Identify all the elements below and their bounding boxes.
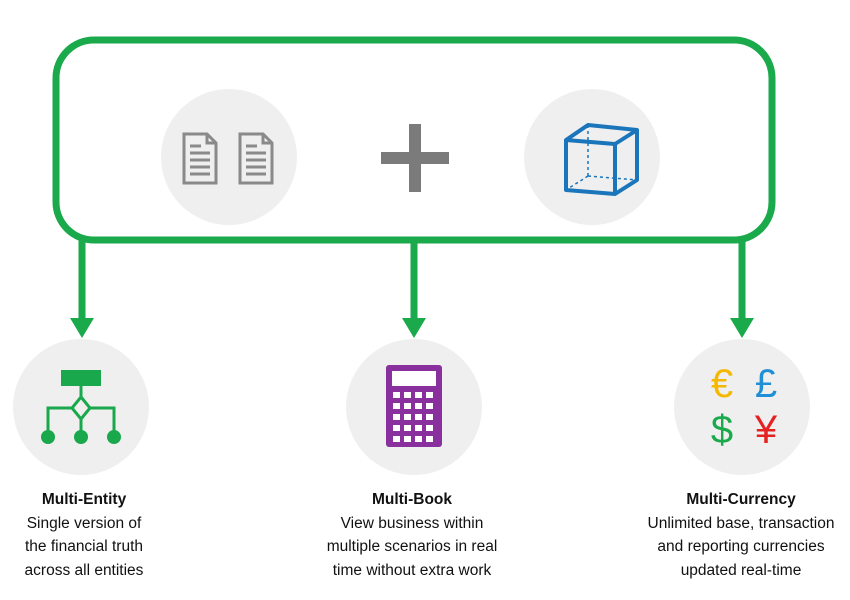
euro-symbol: € [711,362,733,406]
currency-symbols-icon: € £ $ ¥ [711,362,778,452]
feature-description-line: across all entities [24,561,144,579]
plus-icon [381,124,449,192]
feature-title: Multi-Book [371,491,453,508]
dollar-symbol: $ [711,408,733,452]
feature-description-line: time without extra work [332,561,492,579]
org-chart-icon [41,370,121,444]
yen-symbol: ¥ [754,408,778,452]
feature-title: Multi-Entity [41,491,127,508]
feature-description-line: Unlimited base, transaction [647,514,835,532]
arrow-to-multi-entity [70,240,94,338]
entity-circle [13,339,149,475]
feature-multi-currency: Multi-Currency Unlimited base, transacti… [626,488,850,582]
feature-multi-book: Multi-Book View business within multiple… [297,488,527,582]
feature-description-line: and reporting currencies [657,538,825,555]
arrow-to-multi-book [402,240,426,338]
pound-symbol: £ [755,362,777,406]
cube-circle [524,89,660,225]
feature-description-line: the financial truth [24,538,144,555]
feature-multi-entity: Multi-Entity Single version of the finan… [0,488,199,582]
feature-description-line: updated real-time [680,561,802,579]
currency-circle [674,339,810,475]
feature-description-line: multiple scenarios in real [326,538,498,555]
arrow-to-multi-currency [730,240,754,338]
documents-circle [161,89,297,225]
feature-description-line: View business within [340,514,484,532]
feature-description-line: Single version of [26,514,142,532]
two-documents-icon [182,132,274,185]
feature-title: Multi-Currency [686,491,796,508]
calculator-icon [386,365,442,447]
